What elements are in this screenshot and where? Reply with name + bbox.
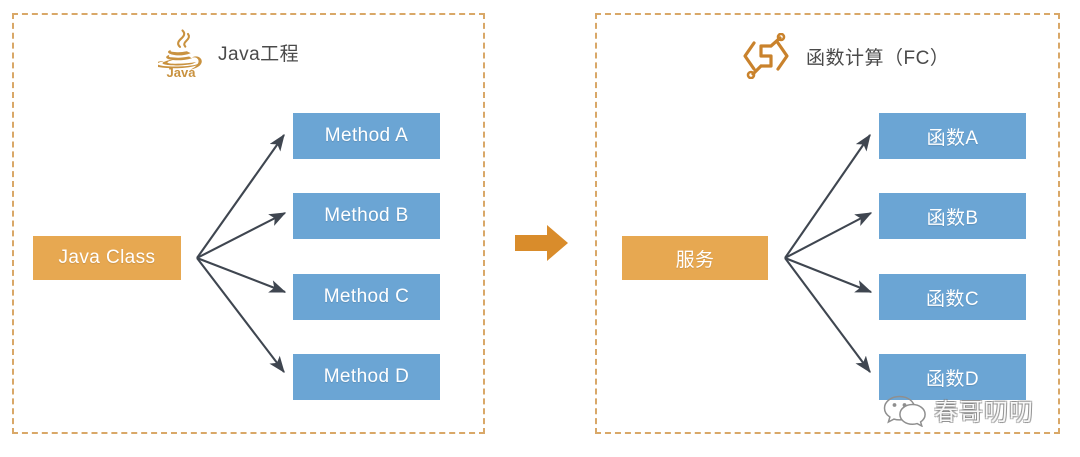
left-panel-java-project xyxy=(12,13,485,434)
node-function-d[interactable]: 函数D xyxy=(879,354,1026,400)
node-function-a[interactable]: 函数A xyxy=(879,113,1026,159)
right-panel-title: 函数计算（FC） xyxy=(806,47,950,69)
right-panel-function-compute xyxy=(595,13,1060,434)
node-function-c[interactable]: 函数C xyxy=(879,274,1026,320)
watermark: 春哥叨叨 xyxy=(882,392,1034,427)
node-method-b[interactable]: Method B xyxy=(293,193,440,239)
right-panel-header: 函数计算（FC） xyxy=(740,32,950,80)
node-method-a[interactable]: Method A xyxy=(293,113,440,159)
node-service[interactable]: 服务 xyxy=(622,236,768,280)
left-panel-header: Java Java工程 xyxy=(152,26,300,80)
java-logo-icon: Java xyxy=(152,26,204,80)
function-compute-icon xyxy=(740,32,792,80)
left-panel-title: Java工程 xyxy=(218,43,300,65)
node-java-class[interactable]: Java Class xyxy=(33,236,181,280)
java-logo-wordmark: Java xyxy=(167,65,197,78)
watermark-text: 春哥叨叨 xyxy=(934,399,1034,426)
node-method-d[interactable]: Method D xyxy=(293,354,440,400)
node-method-c[interactable]: Method C xyxy=(293,274,440,320)
wechat-bubble-icon xyxy=(882,393,928,427)
transition-arrow-icon xyxy=(513,222,571,264)
node-function-b[interactable]: 函数B xyxy=(879,193,1026,239)
